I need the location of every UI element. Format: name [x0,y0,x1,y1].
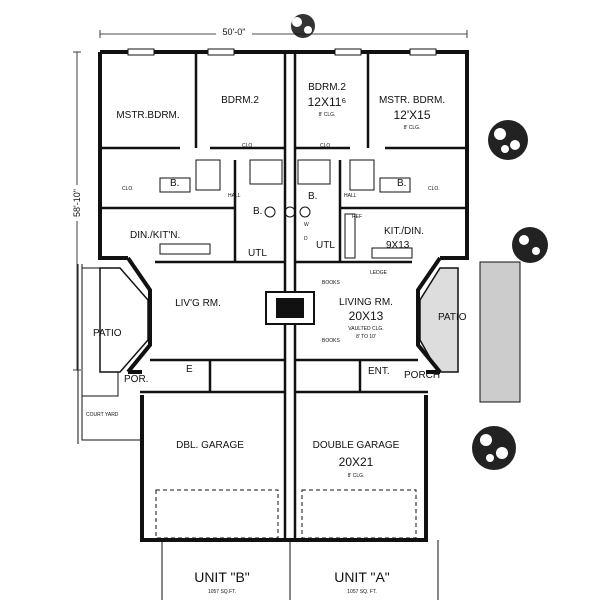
b-hall-label: HALL [228,193,241,199]
court-yard-fence [77,264,140,444]
a-closet-label: CLO. [428,186,440,192]
windows [127,48,437,56]
a-bath-label: B. [397,178,406,189]
a-bedroom2-label: BDRM.2 [308,82,346,93]
a-garage-ceiling: 8' CLG. [348,473,365,479]
a-garage-label: DOUBLE GARAGE [313,440,400,451]
b-closet-label: CLO. [122,186,134,192]
fireplace [265,291,315,325]
b-patio-label: PATIO [93,328,122,339]
a-living-room-label: LIVING RM. [339,297,393,308]
a-bedroom2-size: 12X11⁶ [308,95,347,109]
b-dining-kitchen-label: DIN./KIT'N. [130,230,180,241]
a-hall-bath-label: B. [308,191,317,202]
b-porch-label: POR. [124,374,148,385]
a-garage-size: 20X21 [339,455,374,469]
b-closet-top-label: CLO [242,143,252,149]
bath-fixtures [159,159,411,218]
b-bedroom2-label: BDRM.2 [221,95,259,106]
a-master-bedroom-label: MSTR. BDRM. [379,95,445,106]
a-bedroom2-ceiling: 8' CLG. [319,112,336,118]
a-living-room-vaulted: VAULTED CLG. [348,326,383,332]
b-hall-bath-label: B. [253,206,262,217]
unit-a-area: 1057 SQ. FT. [347,589,376,595]
kitchen-counters [159,213,413,259]
b-bath-label: B. [170,178,179,189]
a-utility-label: UTL [316,240,335,251]
a-hall-label: HALL [344,193,357,199]
washer-label: W [304,222,309,228]
court-yard-label: COURT YARD [86,412,119,418]
depth-dimension: 58'-10" [72,189,82,217]
tree-right-middle [512,227,548,263]
tree-top-right [291,14,315,38]
b-living-room-label: LIV'G RM. [175,298,221,309]
ledge-label: LEDGE [370,270,388,276]
a-patio-label: PATIO [438,312,467,323]
patio-a-paving [419,261,521,403]
a-living-room-size: 20X13 [349,309,384,323]
tree-right-upper [488,120,528,160]
a-entry-label: ENT. [368,366,390,377]
landscaping [291,14,548,470]
books-label-top: BOOKS [322,280,340,286]
b-entry-label: E [186,364,193,375]
exterior-walls [98,50,469,542]
garage-doors [155,489,417,539]
patio-b-paving [81,267,149,397]
unit-b-label: UNIT "B" [194,569,250,585]
b-master-bedroom-label: MSTR.BDRM. [116,110,179,121]
unit-b-area: 1057 SQ.FT. [208,589,236,595]
a-porch-label: PORCH [404,370,440,381]
a-master-bedroom-ceiling: 8' CLG. [404,125,421,131]
width-dimension: 50'-0" [223,27,246,37]
ref-label: REF [352,214,362,220]
a-living-room-height: 8' TO 10' [356,334,376,340]
b-garage-label: DBL. GARAGE [176,440,244,451]
unit-a-label: UNIT "A" [334,569,390,585]
books-label-bottom: BOOKS [322,338,340,344]
a-kitchen-label: KIT./DIN. [384,226,424,237]
b-utility-label: UTL [248,248,267,259]
driveway [161,540,439,600]
tree-right-lower [472,426,516,470]
a-kitchen-size: 9X13 [386,240,410,251]
a-closet-top-label: CLO [320,143,330,149]
dryer-label: D [304,236,308,242]
a-master-bedroom-size: 12'X15 [394,108,431,122]
